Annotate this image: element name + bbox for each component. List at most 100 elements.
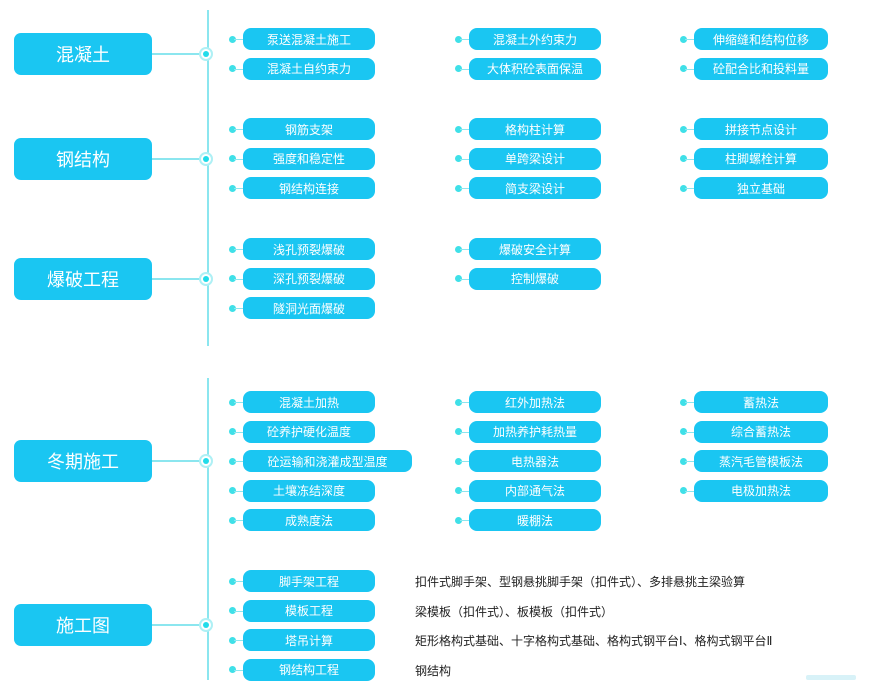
topic-pill[interactable]: 强度和稳定性 [243,147,375,170]
bullet-dot-icon [229,155,236,162]
bullet-stub-line [685,129,694,130]
topic-pill[interactable]: 土壤冻结深度 [243,479,375,502]
bullet-dot-icon [680,457,687,465]
topic-pill[interactable]: 内部通气法 [469,479,601,502]
topic-pill[interactable]: 钢结构工程 [243,658,375,681]
topic-pill[interactable]: 钢结构连接 [243,177,375,199]
bullet-stub-line [685,490,694,492]
bullet-stub-line [685,461,694,462]
bullet-stub-line [460,39,469,40]
bullet-stub-line [460,402,469,403]
bullet-stub-line [460,278,469,280]
topic-pill[interactable]: 混凝土自约束力 [243,57,375,80]
bullet-dot-icon [229,487,236,494]
bullet-stub-line [234,431,243,433]
hub-node-icon [199,46,213,61]
bullet-stub-line [234,129,243,130]
category-box[interactable]: 混凝土 [14,32,152,75]
bullet-stub-line [685,39,694,40]
bullet-dot-icon [229,428,236,435]
bullet-dot-icon [455,457,462,465]
topic-pill[interactable]: 混凝土加热 [243,391,375,413]
bullet-dot-icon [455,487,462,494]
bullet-dot-icon [229,516,236,524]
category-box[interactable]: 冬期施工 [14,440,152,482]
category-box[interactable]: 钢结构 [14,137,152,180]
bullet-stub-line [685,68,694,70]
topic-pill[interactable]: 砼配合比和投料量 [694,57,828,80]
bullet-dot-icon [229,275,236,282]
bullet-dot-icon [455,155,462,162]
topic-pill[interactable]: 模板工程 [243,599,375,622]
bullet-stub-line [234,461,243,462]
topic-pill[interactable]: 爆破安全计算 [469,238,601,260]
bullet-dot-icon [680,487,687,494]
bullet-dot-icon [229,125,236,133]
topic-pill[interactable]: 混凝土外约束力 [469,28,601,50]
topic-pill[interactable]: 脚手架工程 [243,570,375,592]
topic-pill[interactable]: 蒸汽毛管模板法 [694,450,828,472]
bullet-dot-icon [455,35,462,43]
bullet-dot-icon [455,275,462,282]
bullet-dot-icon [455,184,462,192]
topic-pill[interactable]: 钢筋支架 [243,118,375,140]
bullet-stub-line [460,188,469,189]
bullet-stub-line [234,308,243,309]
topic-pill[interactable]: 浅孔预裂爆破 [243,238,375,260]
topic-pill[interactable]: 单跨梁设计 [469,147,601,170]
bullet-dot-icon [680,428,687,435]
topic-pill[interactable]: 控制爆破 [469,267,601,290]
bullet-dot-icon [455,398,462,406]
bullet-stub-line [234,68,243,70]
bullet-dot-icon [229,35,236,43]
hub-node-icon [199,151,213,166]
bullet-dot-icon [229,636,236,644]
bullet-stub-line [234,640,243,641]
bullet-stub-line [460,490,469,492]
topic-pill[interactable]: 砼运输和浇灌成型温度 [243,450,412,472]
topic-pill[interactable]: 砼养护硬化温度 [243,420,375,443]
category-box[interactable]: 爆破工程 [14,257,152,300]
bullet-stub-line [234,581,243,582]
topic-pill[interactable]: 电热器法 [469,450,601,472]
scroll-corner [806,675,856,680]
topic-pill[interactable]: 伸缩缝和结构位移 [694,28,828,50]
bullet-dot-icon [455,65,462,72]
category-box[interactable]: 施工图 [14,604,152,647]
topic-description: 扣件式脚手架、型钢悬挑脚手架（扣件式）、多排悬挑主梁验算 [415,575,746,589]
topic-pill[interactable]: 简支梁设计 [469,177,601,199]
topic-pill[interactable]: 红外加热法 [469,391,601,413]
bullet-dot-icon [229,304,236,312]
bullet-stub-line [685,188,694,189]
topic-pill[interactable]: 成熟度法 [243,509,375,531]
bullet-dot-icon [680,35,687,43]
topic-pill[interactable]: 拼接节点设计 [694,118,828,140]
topic-pill[interactable]: 泵送混凝土施工 [243,28,375,50]
topic-pill[interactable]: 加热养护耗热量 [469,420,601,443]
bullet-stub-line [234,188,243,189]
bullet-dot-icon [229,245,236,253]
topic-pill[interactable]: 电极加热法 [694,479,828,502]
bullet-dot-icon [229,184,236,192]
bullet-dot-icon [229,607,236,614]
topic-pill[interactable]: 大体积砼表面保温 [469,57,601,80]
bullet-dot-icon [229,457,236,465]
topic-pill[interactable]: 独立基础 [694,177,828,199]
topic-description: 矩形格构式基础、十字格构式基础、格构式钢平台Ⅰ、格构式钢平台Ⅱ [415,634,773,648]
topic-pill[interactable]: 柱脚螺栓计算 [694,147,828,170]
bullet-dot-icon [455,428,462,435]
topic-pill[interactable]: 深孔预裂爆破 [243,267,375,290]
bullet-stub-line [460,129,469,130]
topic-pill[interactable]: 综合蓄热法 [694,420,828,443]
topic-pill[interactable]: 蓄热法 [694,391,828,413]
bullet-dot-icon [680,398,687,406]
topic-pill[interactable]: 塔吊计算 [243,629,375,651]
topic-pill[interactable]: 隧洞光面爆破 [243,297,375,319]
connector-line [152,277,208,280]
bullet-dot-icon [680,184,687,192]
bullet-stub-line [685,158,694,160]
topic-pill[interactable]: 暖棚法 [469,509,601,531]
topic-pill[interactable]: 格构柱计算 [469,118,601,140]
bullet-stub-line [234,669,243,671]
bullet-stub-line [685,402,694,403]
